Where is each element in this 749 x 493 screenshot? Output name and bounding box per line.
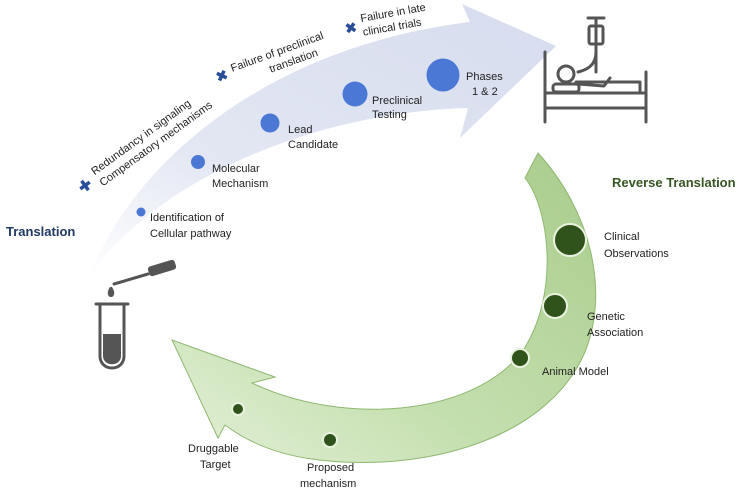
translation-steps: Identification of Cellular pathway Molec… — [136, 58, 503, 240]
reverse-translation-steps: Clinical Observations Genetic Associatio… — [188, 223, 669, 490]
step-dot-clinical-observations — [553, 223, 587, 257]
step-dot-preclinical-testing — [342, 81, 368, 107]
step-label-druggable-target-2: Target — [200, 459, 231, 471]
step-label-molecular-mechanism: Molecular — [212, 163, 260, 175]
step-dot-genetic-association — [542, 293, 568, 319]
failure-marker-icon: ✖ — [214, 66, 230, 85]
step-dot-phases — [426, 58, 460, 92]
step-label-preclinical-testing-2: Testing — [372, 109, 407, 121]
step-label-phases: Phases — [466, 71, 503, 83]
step-label-cellular-pathway-2: Cellular pathway — [150, 228, 232, 240]
step-label-lead-candidate-2: Candidate — [288, 139, 338, 151]
failure-marker-icon: ✖ — [344, 19, 358, 37]
step-dot-cellular-pathway — [136, 207, 146, 217]
step-label-clinical-observations: Clinical — [604, 231, 639, 243]
hospital-bed-icon — [543, 16, 648, 124]
step-label-molecular-mechanism-2: Mechanism — [212, 178, 268, 190]
step-label-druggable-target: Druggable — [188, 443, 239, 455]
step-label-genetic-association-2: Association — [587, 327, 643, 339]
step-label-animal-model: Animal Model — [542, 366, 609, 378]
step-label-proposed-mechanism-2: mechanism — [300, 478, 356, 490]
test-tube-pipette-icon — [94, 259, 177, 370]
step-label-preclinical-testing: Preclinical — [372, 95, 422, 107]
step-dot-animal-model — [510, 348, 530, 368]
step-label-phases-2: 1 & 2 — [472, 86, 498, 98]
failure-marker-icon: ✚ — [75, 175, 96, 196]
step-dot-proposed-mechanism — [322, 432, 338, 448]
step-label-clinical-observations-2: Observations — [604, 248, 669, 260]
step-label-lead-candidate: Lead — [288, 124, 312, 136]
step-label-proposed-mechanism: Proposed — [307, 462, 354, 474]
step-label-genetic-association: Genetic — [587, 311, 625, 323]
reverse-translation-heading: Reverse Translation — [612, 175, 736, 190]
step-dot-druggable-target — [231, 402, 245, 416]
translation-heading: Translation — [6, 224, 75, 239]
reverse-translation-arrow — [171, 152, 597, 463]
step-label-cellular-pathway: Identification of — [150, 212, 225, 224]
step-dot-lead-candidate — [260, 113, 280, 133]
step-dot-molecular-mechanism — [191, 155, 205, 169]
